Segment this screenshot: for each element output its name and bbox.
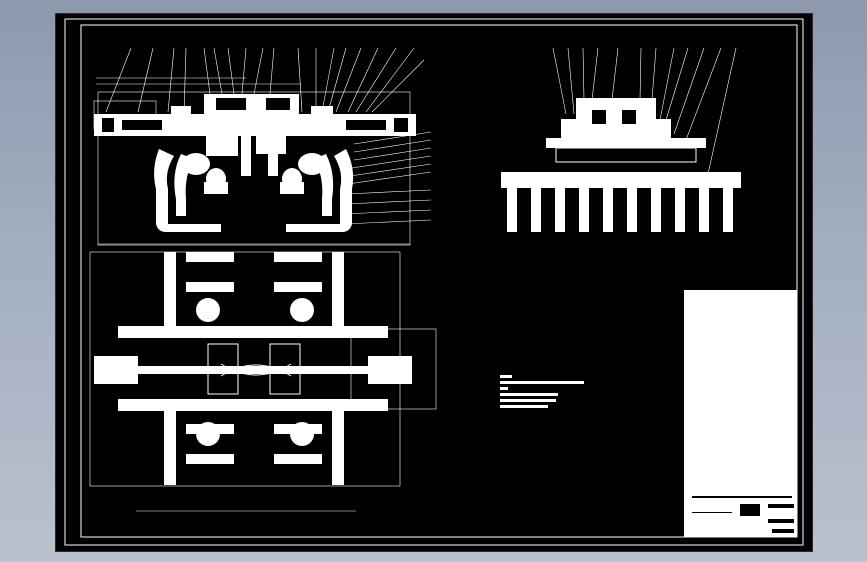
title-block[interactable] (684, 290, 797, 537)
side-view (501, 47, 741, 232)
plan-view (89, 251, 437, 512)
outer-frame (64, 18, 804, 546)
inner-frame (80, 24, 798, 538)
front-view (93, 47, 432, 246)
cad-drawing (64, 18, 804, 546)
drawing-viewport[interactable] (55, 13, 813, 552)
technical-notes (500, 375, 584, 408)
